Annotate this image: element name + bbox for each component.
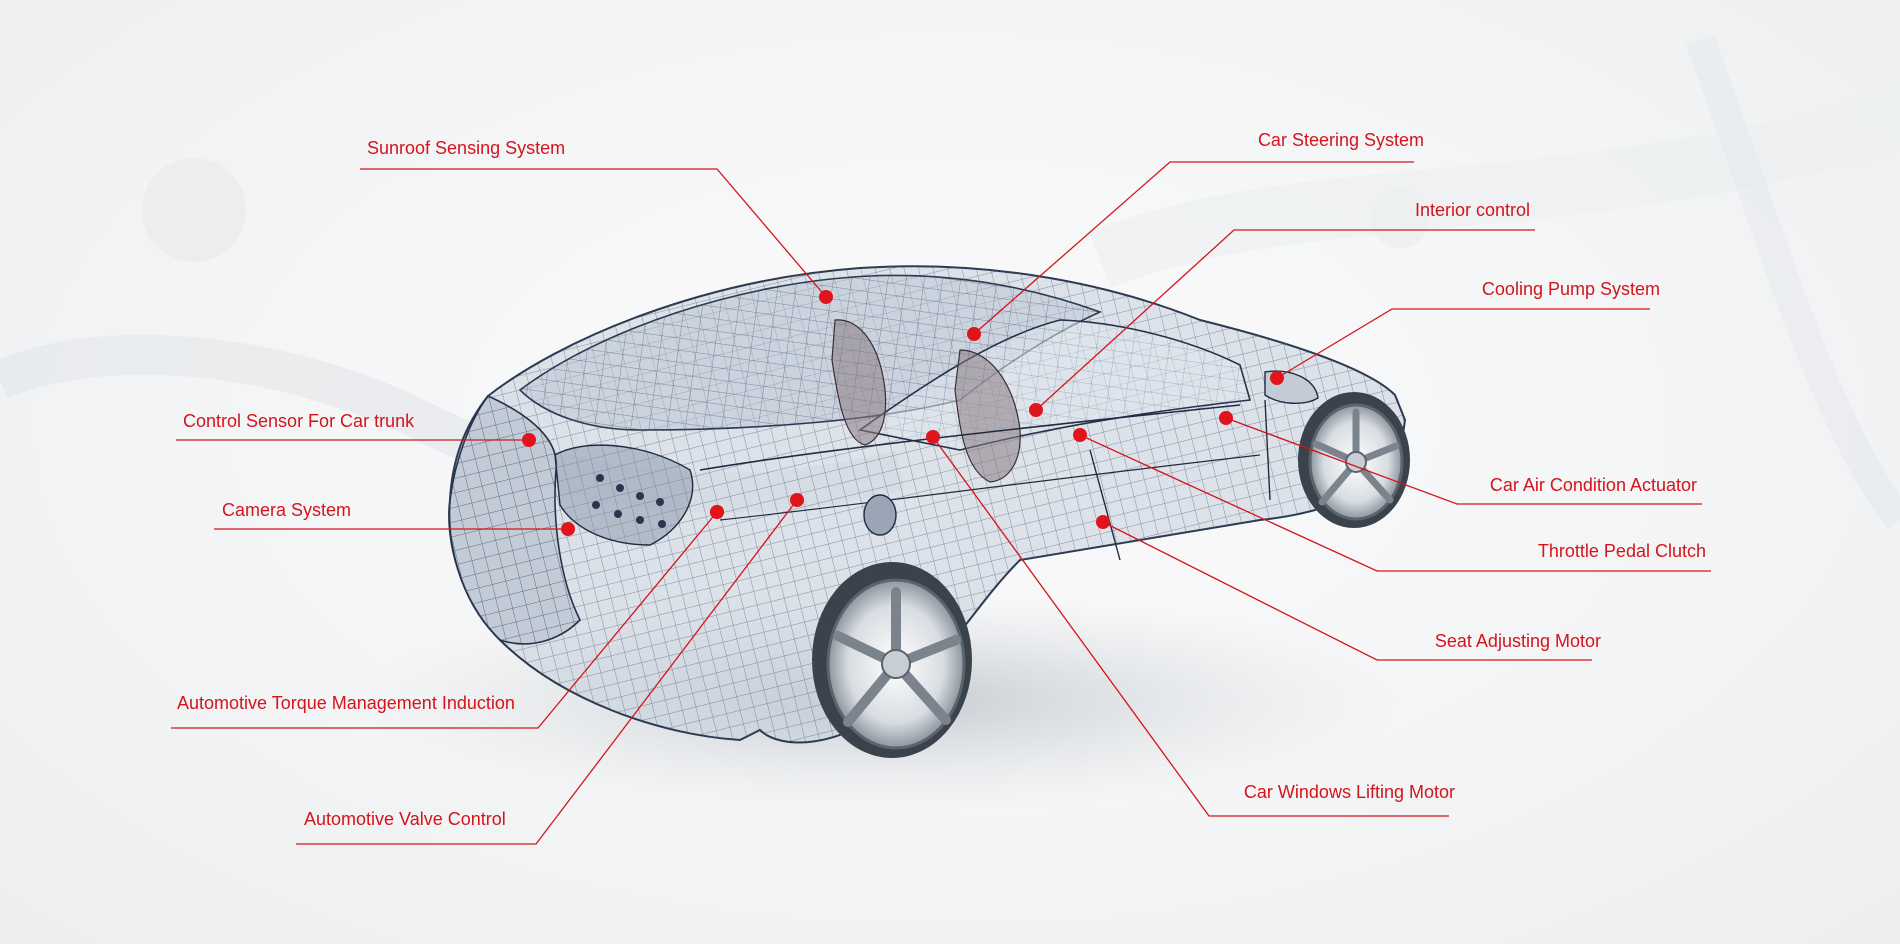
- label-torque[interactable]: Automotive Torque Management Induction: [177, 693, 515, 713]
- marker-seat[interactable]: [1096, 515, 1110, 529]
- marker-interior[interactable]: [1029, 403, 1043, 417]
- marker-cooling[interactable]: [1270, 371, 1284, 385]
- wireframe-car-icon: [448, 265, 1410, 758]
- marker-throttle[interactable]: [1073, 428, 1087, 442]
- callout-markers: [522, 290, 1284, 536]
- leader-throttle: [1079, 434, 1711, 572]
- marker-trunk[interactable]: [522, 433, 536, 447]
- leader-valve: [296, 499, 798, 845]
- marker-valve[interactable]: [790, 493, 804, 507]
- callout-leaders: [171, 161, 1711, 845]
- marker-camera-2[interactable]: [710, 505, 724, 519]
- leader-steering: [973, 161, 1414, 335]
- leader-cooling: [1276, 308, 1650, 379]
- leader-seat: [1102, 521, 1592, 661]
- label-seat[interactable]: Seat Adjusting Motor: [1434, 631, 1601, 651]
- leader-windows: [932, 436, 1449, 817]
- car-seat-rear: [831, 319, 887, 446]
- label-camera[interactable]: Camera System: [222, 500, 352, 520]
- marker-steering[interactable]: [967, 327, 981, 341]
- rear-wheel: [812, 562, 972, 758]
- car-tail-light: [554, 444, 694, 546]
- label-trunk[interactable]: Control Sensor For Car trunk: [183, 411, 415, 431]
- leader-aircon: [1225, 417, 1702, 505]
- leader-sunroof: [360, 168, 827, 298]
- label-valve[interactable]: Automotive Valve Control: [304, 809, 506, 829]
- front-wheel: [1298, 392, 1410, 528]
- label-sunroof[interactable]: Sunroof Sensing System: [367, 138, 566, 158]
- marker-camera[interactable]: [561, 522, 575, 536]
- marker-windows[interactable]: [926, 430, 940, 444]
- label-aircon[interactable]: Car Air Condition Actuator: [1489, 475, 1697, 495]
- marker-aircon[interactable]: [1219, 411, 1233, 425]
- label-cooling[interactable]: Cooling Pump System: [1481, 279, 1660, 299]
- leader-interior: [1035, 229, 1535, 411]
- leader-torque: [171, 511, 718, 729]
- label-steering[interactable]: Car Steering System: [1257, 130, 1424, 150]
- label-windows[interactable]: Car Windows Lifting Motor: [1243, 782, 1455, 802]
- marker-sunroof[interactable]: [819, 290, 833, 304]
- label-throttle[interactable]: Throttle Pedal Clutch: [1537, 541, 1706, 561]
- label-interior[interactable]: Interior control: [1414, 200, 1530, 220]
